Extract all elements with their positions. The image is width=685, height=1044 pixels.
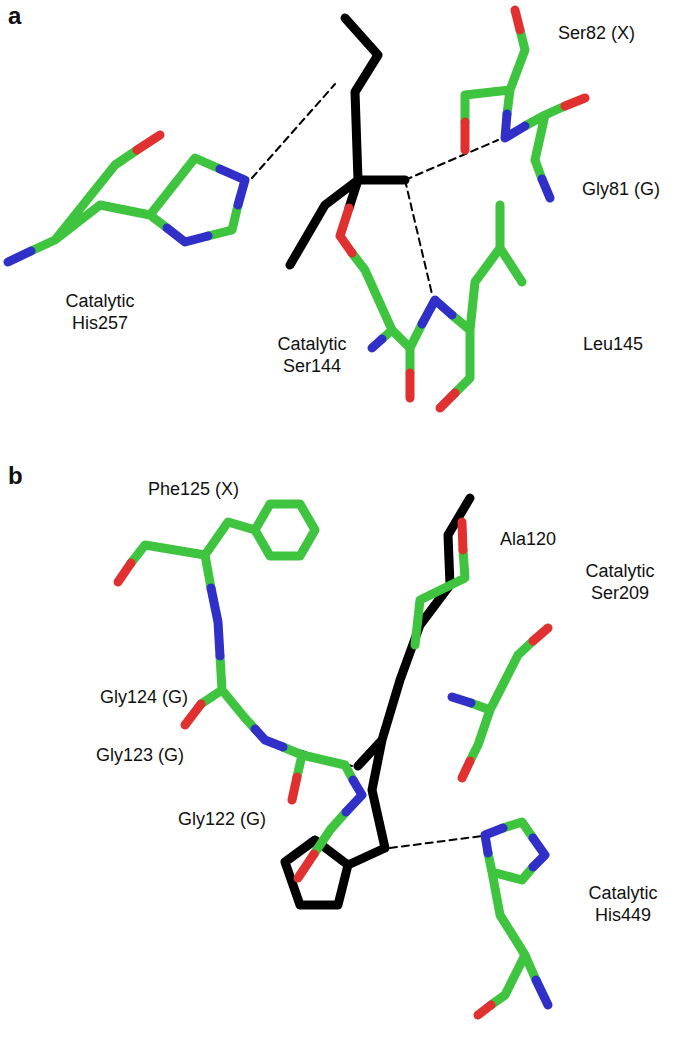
residue-label: Ser82 (X): [558, 22, 635, 44]
oxygen-bonds: [118, 10, 585, 1015]
ligand-sticks: [285, 18, 470, 905]
residue-label: Gly122 (G): [178, 808, 266, 830]
residue-label: Phe125 (X): [148, 478, 239, 500]
nitrogen-bonds: [8, 114, 550, 1005]
residue-label: Leu145: [583, 333, 643, 355]
residue-label: Catalytic Ser144: [262, 333, 362, 377]
residue-label: Catalytic His449: [568, 882, 678, 926]
residue-label: Gly123 (G): [96, 744, 184, 766]
carbon-bonds: [31, 30, 565, 1005]
residue-label: Gly124 (G): [100, 686, 188, 708]
panel-letter: b: [8, 462, 23, 490]
residue-label: Catalytic Ser209: [565, 560, 675, 604]
hydrogen-bonds: [252, 84, 498, 848]
panel-letter: a: [8, 2, 21, 30]
residue-label: Gly81 (G): [582, 178, 660, 200]
residue-label: Ala120: [500, 528, 556, 550]
residue-label: Catalytic His257: [45, 290, 155, 334]
